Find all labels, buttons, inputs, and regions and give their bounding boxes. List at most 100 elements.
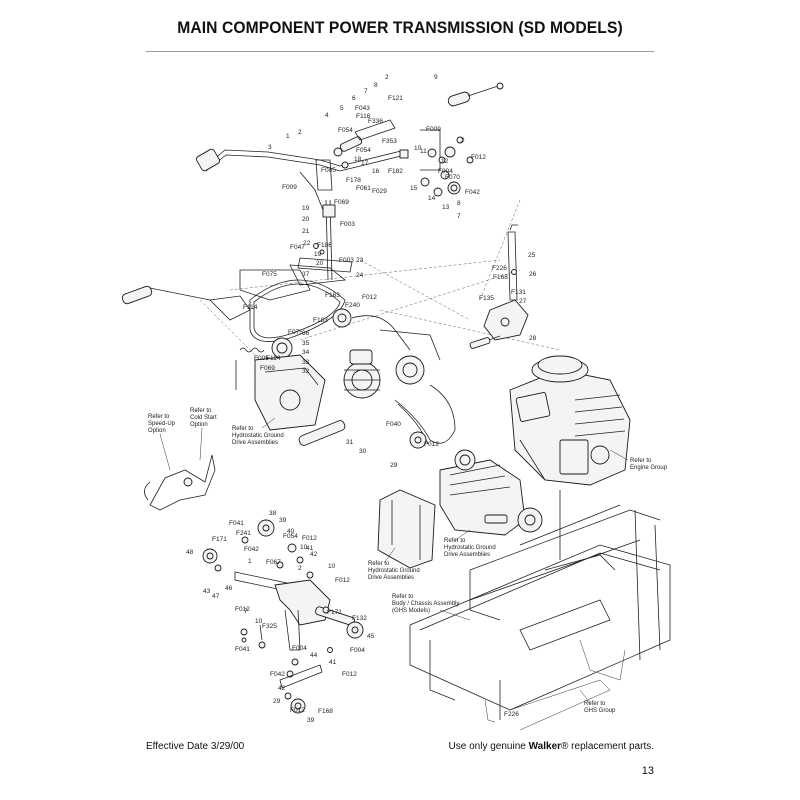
ref-hydro-mid: Refer to Hydrostatic Ground Drive Assemb… — [368, 561, 421, 581]
callout: F132 — [352, 615, 367, 622]
callout: F047 — [290, 244, 305, 251]
callout: F226 — [492, 265, 507, 272]
callout: 29 — [273, 698, 281, 705]
callout: F054 — [283, 533, 298, 540]
callout: F186 — [317, 242, 332, 249]
callout: F168 — [318, 708, 333, 715]
callout: F116 — [356, 113, 371, 120]
callout: 40 — [287, 528, 295, 535]
callout: 12 — [441, 158, 449, 165]
callout: F012 — [235, 606, 250, 613]
callout: 9 — [434, 74, 438, 81]
effective-date: Effective Date 3/29/00 — [146, 741, 245, 752]
callout: F005 — [321, 167, 336, 174]
callout: F003 — [339, 257, 354, 264]
callout: F012 — [342, 671, 357, 678]
callout: 26 — [529, 271, 537, 278]
callout: F004 — [292, 645, 307, 652]
callout: F325 — [262, 623, 277, 630]
callout: F067 — [266, 559, 281, 566]
callout: F226 — [504, 711, 519, 718]
callout: 17 — [361, 160, 369, 167]
part-callouts: 9 2 8 7 6 F121 F043 F116 F336 5 4 3 2 1 … — [186, 74, 537, 724]
callout: F005 — [254, 355, 269, 362]
hydrostatic-pump-assembly — [377, 449, 543, 569]
callout: 5 — [340, 105, 344, 112]
callout: 35 — [302, 340, 310, 347]
callout: F241 — [236, 530, 251, 537]
callout: 7 — [244, 608, 248, 615]
callout: 1 — [248, 558, 252, 565]
callout: F171 — [212, 536, 227, 543]
callout: 45 — [367, 633, 375, 640]
callout: 16 — [372, 168, 380, 175]
callout: F182 — [388, 168, 403, 175]
engine-assembly — [509, 355, 631, 486]
ref-cold-start: Refer to Cold Start Option — [190, 408, 218, 428]
footer-suffix: ® replacement parts. — [561, 741, 654, 752]
callout: F012 — [424, 441, 439, 448]
callout: 10 — [300, 544, 308, 551]
callout: F240 — [345, 302, 360, 309]
ref-body-chassis: Refer to Body / Chassis Assembly (GHS Mo… — [392, 594, 461, 614]
callout: 42 — [278, 685, 286, 692]
callout: F163 — [325, 292, 340, 299]
callout: 31 — [346, 439, 354, 446]
callout: F069 — [334, 199, 349, 206]
chassis-frame — [409, 490, 671, 731]
callout: 33 — [302, 359, 310, 366]
page-title: MAIN COMPONENT POWER TRANSMISSION (SD MO… — [177, 18, 623, 37]
callout: F003 — [340, 221, 355, 228]
ref-speed-up: Refer to Speed-Up Option — [148, 414, 177, 434]
callout: 32 — [302, 368, 310, 375]
callout: F042 — [465, 189, 480, 196]
callout: 47 — [212, 593, 220, 600]
callout: 2 — [298, 129, 302, 136]
callout: 30 — [359, 448, 367, 455]
callout: 8 — [374, 82, 378, 89]
callout: 2 — [298, 565, 302, 572]
callout: 18 — [354, 156, 362, 163]
callout: F042 — [244, 546, 259, 553]
callout: 20 — [302, 216, 310, 223]
callout: F121 — [388, 95, 403, 102]
callout: F054 — [338, 127, 353, 134]
callout: F004 — [438, 168, 453, 175]
callout: F004 — [350, 647, 365, 654]
callout: 37 — [302, 271, 310, 278]
callout: F183 — [313, 317, 328, 324]
callout: 23 — [356, 257, 364, 264]
callout: F069 — [260, 365, 275, 372]
callout: 10 — [328, 563, 336, 570]
callout: 46 — [225, 585, 233, 592]
footer-notice: Use only genuine Walker® replacement par… — [449, 741, 654, 752]
callout: F041 — [235, 646, 250, 653]
callout: F041 — [229, 520, 244, 527]
callout: F075 — [262, 271, 277, 278]
callout: 28 — [529, 335, 537, 342]
page-number: 13 — [641, 765, 654, 777]
callout: 6 — [352, 95, 356, 102]
callout: F009 — [426, 126, 441, 133]
callout: 2 — [461, 137, 465, 144]
callout: 39 — [279, 517, 287, 524]
callout: 10 — [414, 145, 422, 152]
callout: F114 — [266, 355, 281, 362]
callout: F054 — [356, 147, 371, 154]
callout: F042 — [270, 671, 285, 678]
callout: 34 — [302, 349, 310, 356]
callout: F012 — [362, 294, 377, 301]
callout: 4 — [325, 112, 329, 119]
callout: 14 — [428, 195, 436, 202]
callout: F012 — [471, 154, 486, 161]
callout: 36 — [302, 330, 310, 337]
footer-prefix: Use only genuine — [448, 741, 529, 752]
callout: 11 — [420, 148, 427, 155]
callout: 39 — [307, 717, 315, 724]
ref-ghs: Refer to GHS Group — [584, 701, 616, 714]
callout: 1 — [286, 133, 290, 140]
callout: 21 — [302, 228, 310, 235]
speed-up-option-parts — [144, 454, 216, 511]
callout: F061 — [356, 185, 371, 192]
